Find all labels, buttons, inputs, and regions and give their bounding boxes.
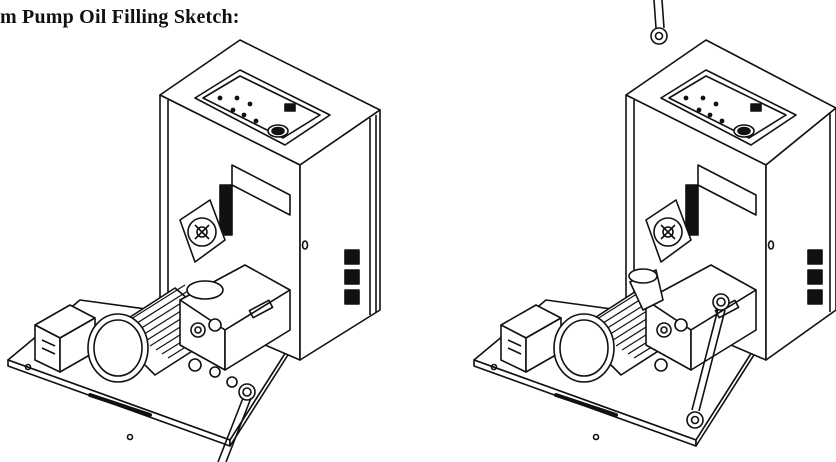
pump-sketch-left — [7, 39, 381, 462]
cooling-fan — [645, 199, 692, 263]
cooling-fan — [179, 199, 226, 263]
pump-head — [179, 264, 291, 378]
control-panel — [194, 69, 331, 146]
wrench-icon — [686, 293, 730, 429]
transformer — [500, 304, 562, 373]
transformer — [34, 304, 96, 373]
vent-grille — [685, 184, 823, 305]
pump-head — [628, 264, 757, 372]
wrench-icon — [650, 0, 668, 45]
control-panel — [660, 69, 797, 146]
wrench-icon — [217, 376, 256, 462]
page-title: m Pump Oil Filling Sketch: — [0, 6, 240, 28]
vent-grille — [219, 184, 360, 305]
pump-sketch-right — [473, 0, 836, 447]
